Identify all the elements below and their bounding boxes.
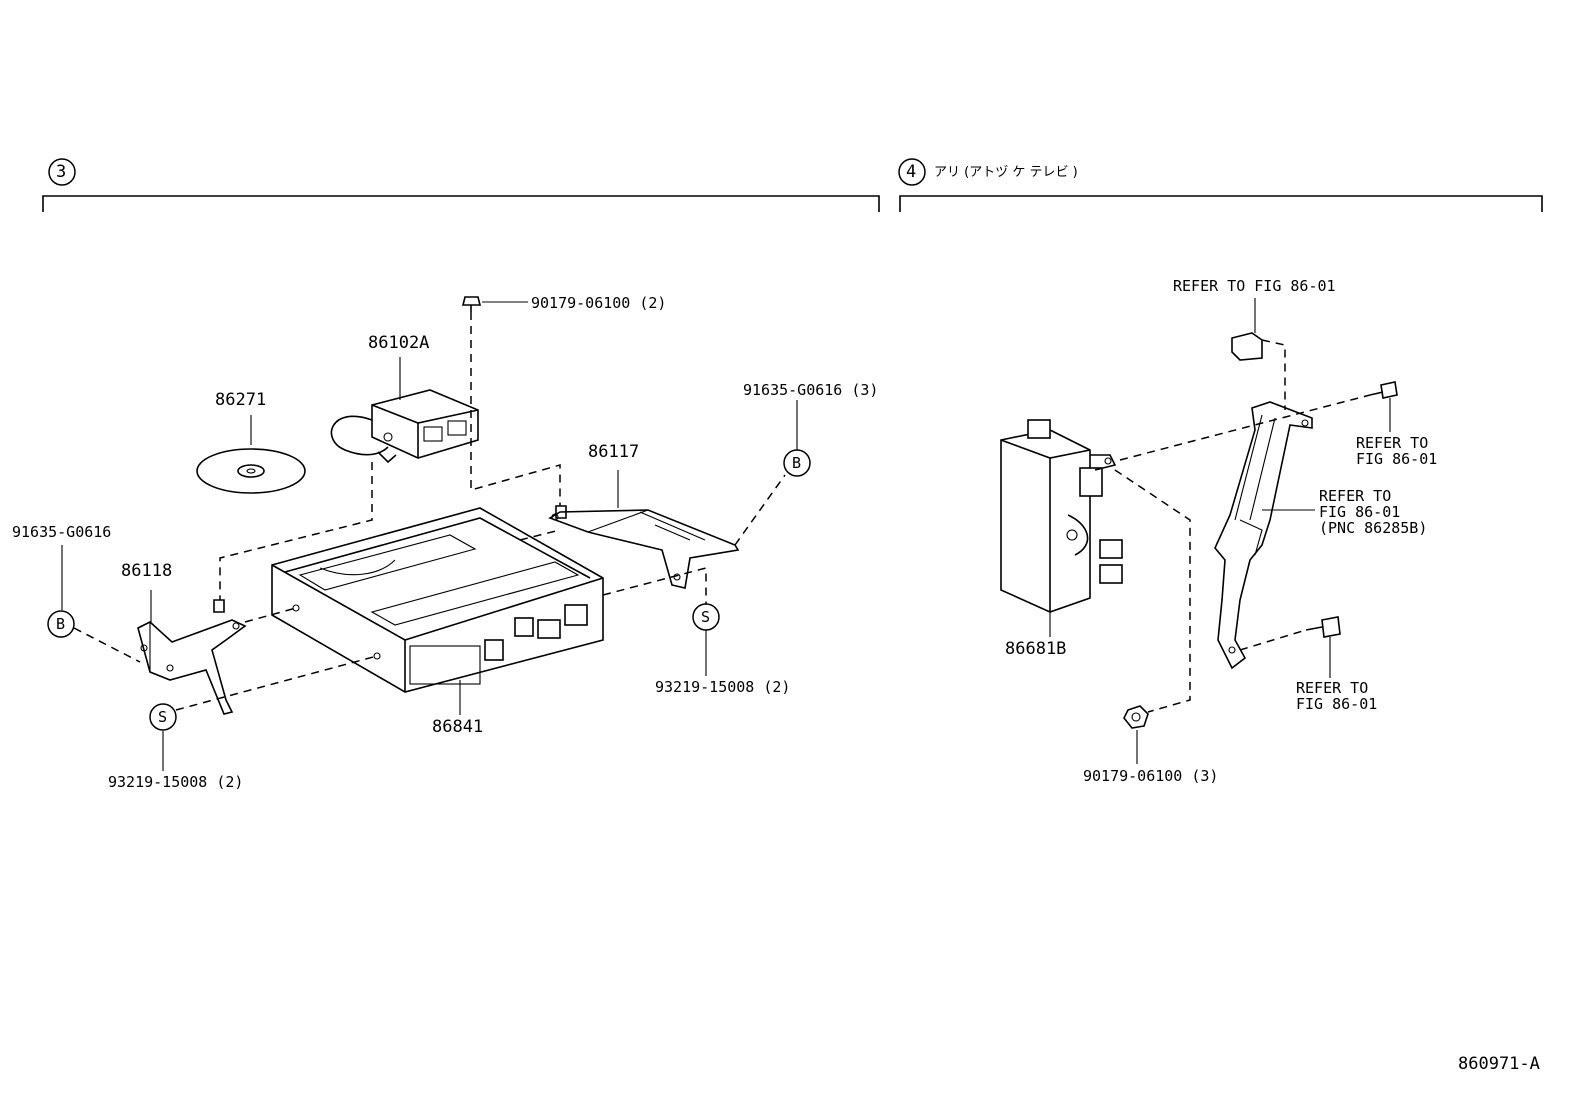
label-93219-left: 93219-15008 (2)	[108, 773, 244, 791]
section-4-marker-circle	[898, 158, 926, 186]
callout-s-left-circle	[149, 703, 177, 731]
bracket-86118	[137, 590, 247, 715]
section-3-marker: 3	[56, 162, 67, 182]
label-90179-bottom: 90179-06100 (3)	[1083, 767, 1219, 785]
dashed-lines-section-3	[73, 312, 786, 711]
callout-s-right: S	[701, 608, 711, 626]
label-90179-top: 90179-06100 (2)	[531, 294, 667, 312]
label-91635-left: 91635-G0616	[12, 523, 112, 541]
label-93219-right: 93219-15008 (2)	[655, 678, 791, 696]
label-86117: 86117	[588, 442, 640, 462]
label-refer-bolt-1: REFER TO FIG 86-01	[1356, 434, 1438, 468]
label-86118: 86118	[121, 561, 173, 581]
module-86102a	[330, 357, 479, 464]
bolt-refer-1	[1369, 381, 1398, 432]
callout-b-right-circle	[783, 449, 811, 477]
label-86271: 86271	[215, 390, 267, 410]
bracket-86285b	[1214, 401, 1315, 670]
main-unit-86841	[271, 507, 604, 715]
clip-top	[1231, 298, 1263, 361]
label-refer-top: REFER TO FIG 86-01	[1173, 277, 1336, 295]
callout-b-left-circle	[47, 610, 75, 638]
section-4-marker: 4	[906, 162, 917, 182]
cd-disc-86271	[196, 415, 306, 494]
label-91635-right: 91635-G0616 (3)	[743, 381, 879, 399]
callout-b-right: B	[792, 454, 802, 472]
section-3-marker-circle	[48, 158, 76, 186]
section-4-bracket	[899, 195, 1543, 212]
bolt-refer-2	[1305, 616, 1341, 678]
label-refer-bolt-2: REFER TO FIG 86-01	[1296, 679, 1378, 713]
section-3-bracket	[42, 195, 880, 212]
control-unit-86681b	[1000, 419, 1123, 637]
label-86681b: 86681B	[1005, 639, 1067, 659]
nut-90179-bottom	[1123, 705, 1149, 764]
callout-b-left: B	[56, 615, 66, 633]
label-86102a: 86102A	[368, 333, 430, 353]
label-86841: 86841	[432, 717, 484, 737]
section-4-title: アリ (アトヅ ケ テレビ )	[934, 165, 1078, 180]
callout-s-left: S	[158, 708, 168, 726]
bolt-90179-top	[461, 296, 528, 312]
label-refer-bracket: REFER TO FIG 86-01 (PNC 86285B)	[1319, 487, 1428, 537]
dashed-lines-section-4	[1114, 339, 1371, 713]
figure-code: 860971-A	[1458, 1054, 1540, 1074]
